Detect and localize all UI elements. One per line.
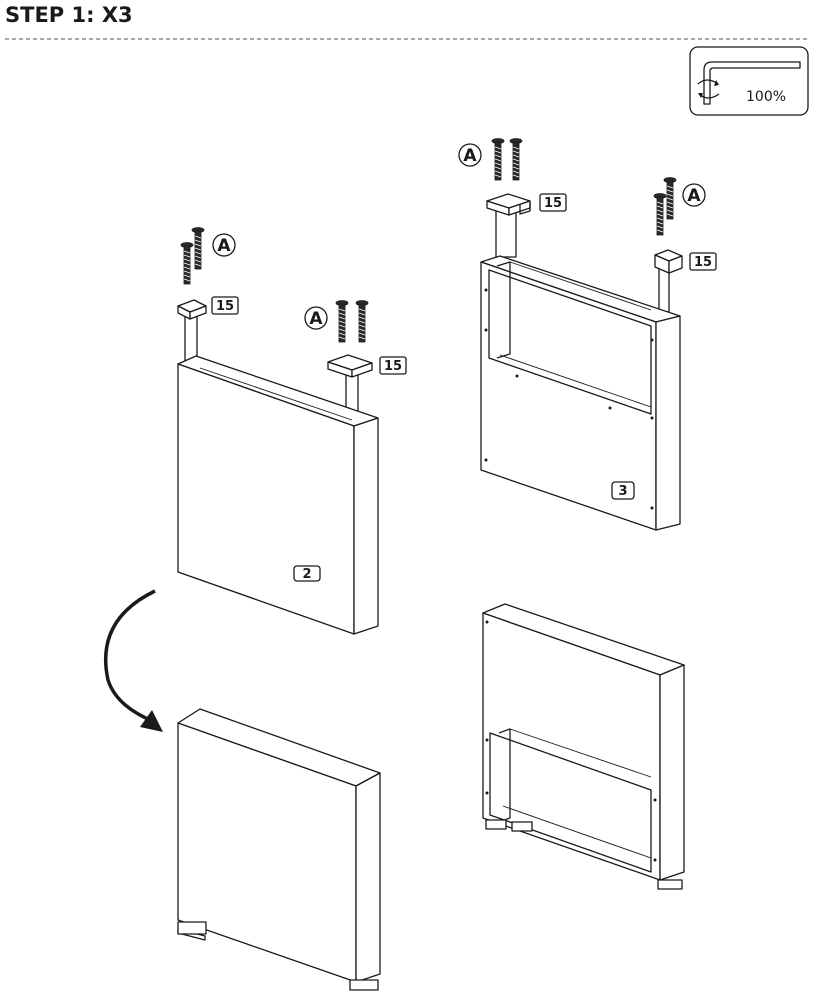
bracket-label-15: 15 [694, 255, 712, 270]
panel-2-flipped [177, 708, 381, 991]
screw-label-a: A [309, 309, 323, 329]
screw-label-a: A [217, 236, 231, 256]
torque-label: 100% [746, 89, 786, 105]
panel-3-label: 3 [618, 484, 627, 499]
flip-arrow-icon [103, 589, 163, 732]
tool-badge: 100% [689, 46, 809, 116]
screw-label-a: A [463, 146, 477, 166]
bracket-label-15: 15 [544, 196, 562, 211]
panel-3-flipped [482, 603, 685, 890]
screw-label-a: A [687, 186, 701, 206]
bracket-label-15: 15 [216, 299, 234, 314]
allen-key-icon [697, 61, 801, 105]
panel-2-assembly: 2 A 15 A 15 [177, 227, 407, 635]
panel-3-assembly: 3 A 15 A 15 [458, 138, 717, 531]
panel-2-label: 2 [302, 567, 311, 582]
bracket-label-15: 15 [384, 359, 402, 374]
step-title: STEP 1: X3 [5, 3, 133, 27]
